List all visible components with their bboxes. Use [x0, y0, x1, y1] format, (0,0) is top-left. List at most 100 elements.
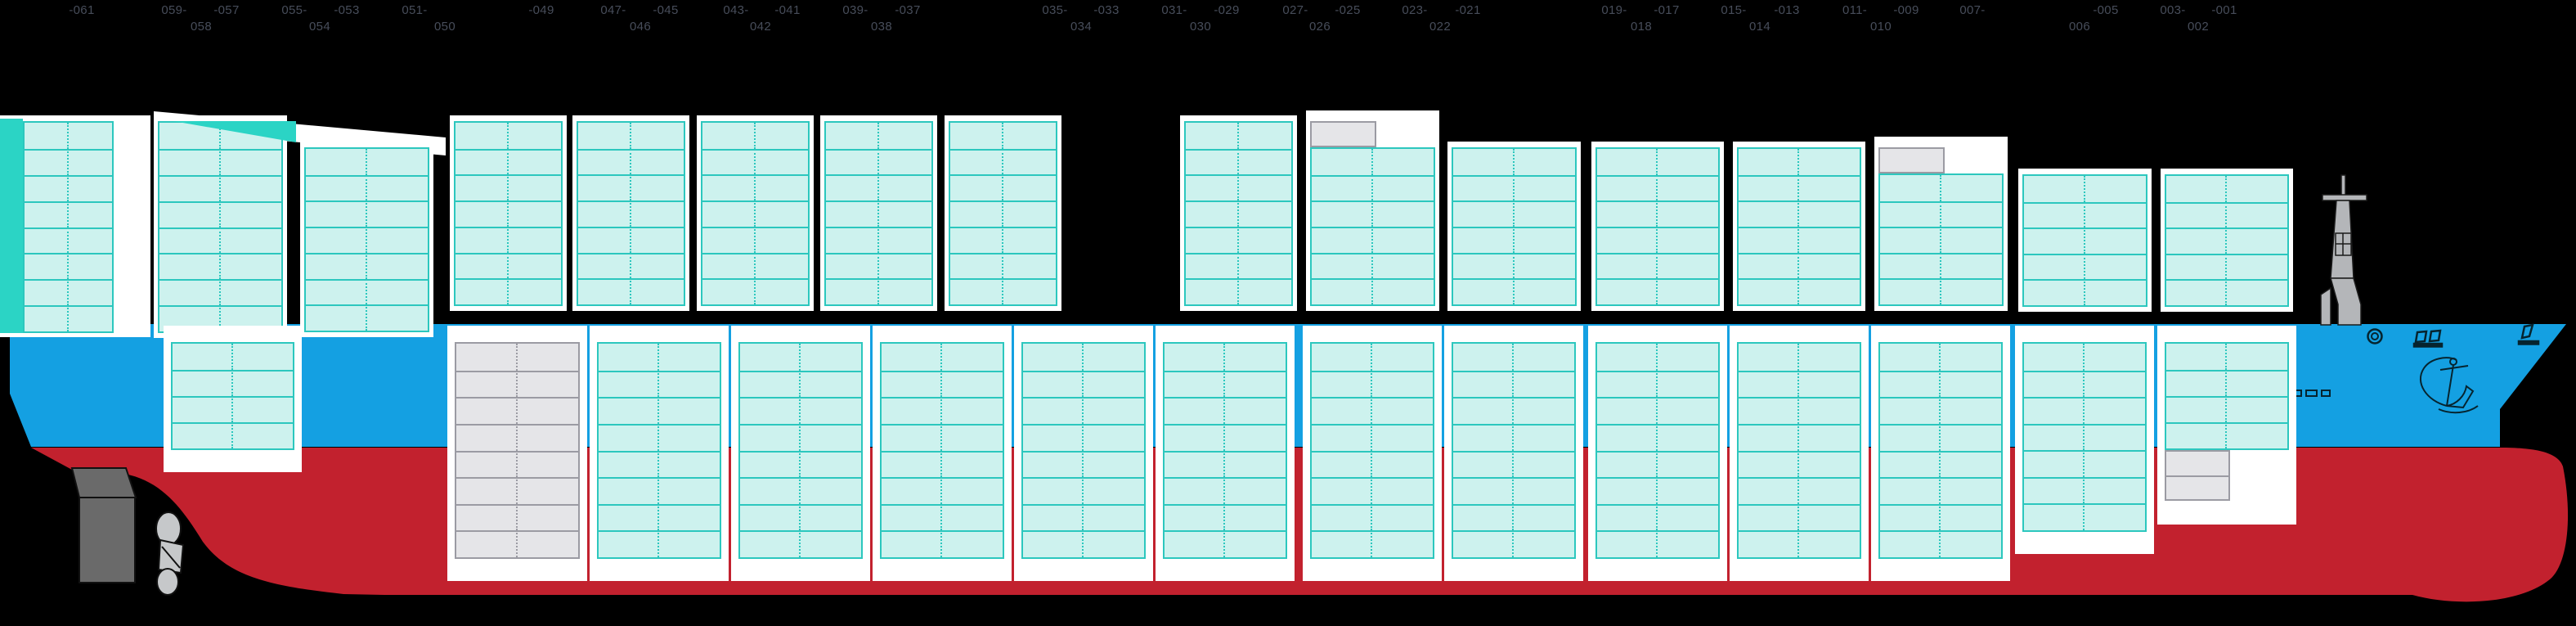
- slot-deck-014-t6-c1[interactable]: [1739, 278, 1799, 304]
- slot-hold-026-t4-c2[interactable]: [1372, 423, 1433, 451]
- slot-hold-038-t3-c1[interactable]: [882, 397, 942, 424]
- slot-hold-002-tail-t2[interactable]: [2166, 475, 2228, 499]
- slot-deck-038-t5-c2[interactable]: [878, 226, 931, 253]
- slot-hold-026-t2-c1[interactable]: [1312, 370, 1372, 398]
- slot-hold-030-t6-c1[interactable]: [1165, 477, 1225, 504]
- slot-hold-022-t7-c1[interactable]: [1453, 503, 1514, 531]
- slot-deck-042-t4-c2[interactable]: [755, 200, 808, 227]
- slot-deck-050-t4-c1[interactable]: [456, 200, 509, 227]
- slot-deck-058-t4-c1[interactable]: [159, 200, 221, 227]
- slot-deck-010-t3-c1[interactable]: [1880, 227, 1941, 253]
- slot-deck-058-t3-c1[interactable]: [159, 174, 221, 201]
- slot-deck-006-t3-c2[interactable]: [2085, 227, 2146, 254]
- slot-hold-018-t7-c1[interactable]: [1597, 503, 1658, 531]
- slot-deck-022-t4-c1[interactable]: [1453, 226, 1515, 253]
- slot-deck-050-t7-c2[interactable]: [508, 278, 561, 304]
- slot-hold-042-t2-c1[interactable]: [740, 370, 801, 398]
- slot-deck-050-t5-c2[interactable]: [508, 226, 561, 253]
- slot-deck-054-t5-c2[interactable]: [366, 252, 428, 279]
- slot-hold-034-t8-c2[interactable]: [1084, 530, 1144, 557]
- slot-deck-006-t2-c2[interactable]: [2085, 201, 2146, 228]
- slot-deck-002-t3-c1[interactable]: [2166, 227, 2227, 254]
- slot-deck-050-t7-c1[interactable]: [456, 278, 509, 304]
- slot-deck-026-cap-gray[interactable]: [1310, 121, 1376, 147]
- slot-hold-030-t5-c1[interactable]: [1165, 450, 1225, 478]
- slot-hold-046-t1-c2[interactable]: [659, 344, 720, 371]
- slot-deck-026-t2-c2[interactable]: [1372, 174, 1434, 201]
- slot-deck-038-t7-c1[interactable]: [826, 278, 879, 304]
- slot-hold-006-t3-c1[interactable]: [2024, 397, 2085, 424]
- slot-deck-034-t6-c2[interactable]: [1003, 252, 1056, 279]
- slot-deck-026-t1-c1[interactable]: [1312, 149, 1373, 175]
- slot-deck-006-t1-c2[interactable]: [2085, 176, 2146, 202]
- slot-deck-022-t1-c1[interactable]: [1453, 149, 1515, 175]
- slot-deck-026-t6-c1[interactable]: [1312, 278, 1373, 304]
- slot-deck-002-t4-c1[interactable]: [2166, 253, 2227, 280]
- slot-deck-034-t7-c1[interactable]: [950, 278, 1003, 304]
- slot-hold-022-t2-c2[interactable]: [1514, 370, 1574, 398]
- slot-deck-002-t1-c1[interactable]: [2166, 176, 2227, 202]
- slot-hold-014-t6-c2[interactable]: [1799, 477, 1860, 504]
- slot-hold-010-t2-c1[interactable]: [1880, 370, 1941, 398]
- slot-hold-058-t4-c1[interactable]: [173, 422, 233, 448]
- slot-hold-010-t3-c2[interactable]: [1941, 397, 2001, 424]
- slot-hold-046-t3-c1[interactable]: [599, 397, 659, 424]
- slot-hold-006-t1-c1[interactable]: [2024, 344, 2085, 371]
- slot-hold-010-t5-c2[interactable]: [1941, 450, 2001, 478]
- slot-hold-058-t4-c2[interactable]: [232, 422, 293, 448]
- slot-deck-006-t4-c1[interactable]: [2024, 253, 2085, 280]
- slot-deck--061-t8-c2[interactable]: [68, 305, 112, 331]
- slot-hold-026-t7-c2[interactable]: [1372, 503, 1433, 531]
- slot-deck-030-t7-c2[interactable]: [1238, 278, 1291, 304]
- slot-hold-038-t6-c2[interactable]: [942, 477, 1003, 504]
- slot-hold-046-t6-c2[interactable]: [659, 477, 720, 504]
- slot-deck-010-t2-c1[interactable]: [1880, 200, 1941, 227]
- slot-hold-046-t4-c1[interactable]: [599, 423, 659, 451]
- slot-hold-022-t1-c1[interactable]: [1453, 344, 1514, 371]
- slot-deck-034-t1-c2[interactable]: [1003, 123, 1056, 149]
- slot-hold-038-t3-c2[interactable]: [942, 397, 1003, 424]
- slot-hold-010-t2-c2[interactable]: [1941, 370, 2001, 398]
- slot-hold-030-t3-c1[interactable]: [1165, 397, 1225, 424]
- slot-hold-026-t3-c2[interactable]: [1372, 397, 1433, 424]
- slot-deck-046-t1-c1[interactable]: [578, 123, 631, 149]
- slot-hold-030-t4-c1[interactable]: [1165, 423, 1225, 451]
- slot-hold-018-t5-c2[interactable]: [1658, 450, 1718, 478]
- slot-hold-038-t7-c1[interactable]: [882, 503, 942, 531]
- slot-deck-006-t2-c1[interactable]: [2024, 201, 2085, 228]
- slot-deck-010-t1-c2[interactable]: [1941, 175, 2002, 201]
- slot-hold-034-t2-c1[interactable]: [1023, 370, 1084, 398]
- slot-deck-058-t5-c2[interactable]: [220, 227, 281, 254]
- slot-hold-034-t6-c2[interactable]: [1084, 477, 1144, 504]
- slot-deck-058-t6-c2[interactable]: [220, 253, 281, 280]
- slot-deck-026-t3-c2[interactable]: [1372, 200, 1434, 227]
- slot-deck--061-t4-c1[interactable]: [25, 200, 69, 227]
- slot-hold-030-t8-c2[interactable]: [1225, 530, 1286, 557]
- slot-hold-046-t2-c1[interactable]: [599, 370, 659, 398]
- slot-deck--061-t6-c2[interactable]: [68, 253, 112, 280]
- slot-deck-010-t1-c1[interactable]: [1880, 175, 1941, 201]
- slot-hold-038-t8-c2[interactable]: [942, 530, 1003, 557]
- slot-deck-054-t4-c1[interactable]: [306, 227, 367, 253]
- slot-hold-014-t5-c2[interactable]: [1799, 450, 1860, 478]
- slot-deck-042-t7-c2[interactable]: [755, 278, 808, 304]
- slot-hold-022-t5-c1[interactable]: [1453, 450, 1514, 478]
- slot-deck-054-t3-c1[interactable]: [306, 200, 367, 227]
- slot-hold-010-t6-c1[interactable]: [1880, 477, 1941, 504]
- slot-deck-058-t2-c1[interactable]: [159, 148, 221, 175]
- slot-deck-034-t3-c1[interactable]: [950, 174, 1003, 201]
- slot-deck-038-t2-c2[interactable]: [878, 148, 931, 175]
- slot-deck-054-t2-c2[interactable]: [366, 174, 428, 201]
- slot-deck-054-t3-c2[interactable]: [366, 200, 428, 227]
- slot-deck-050-t6-c1[interactable]: [456, 252, 509, 279]
- slot-hold-034-t6-c1[interactable]: [1023, 477, 1084, 504]
- slot-hold-038-t1-c2[interactable]: [942, 344, 1003, 371]
- slot-hold-042-t8-c2[interactable]: [801, 530, 861, 557]
- slot-deck-026-t6-c2[interactable]: [1372, 278, 1434, 304]
- slot-hold-058-t1-c2[interactable]: [232, 344, 293, 370]
- slot-hold-034-t1-c1[interactable]: [1023, 344, 1084, 371]
- slot-deck--061-t3-c2[interactable]: [68, 174, 112, 201]
- slot-hold-046-t4-c2[interactable]: [659, 423, 720, 451]
- slot-hold-058-t2-c2[interactable]: [232, 370, 293, 396]
- slot-deck-034-t3-c2[interactable]: [1003, 174, 1056, 201]
